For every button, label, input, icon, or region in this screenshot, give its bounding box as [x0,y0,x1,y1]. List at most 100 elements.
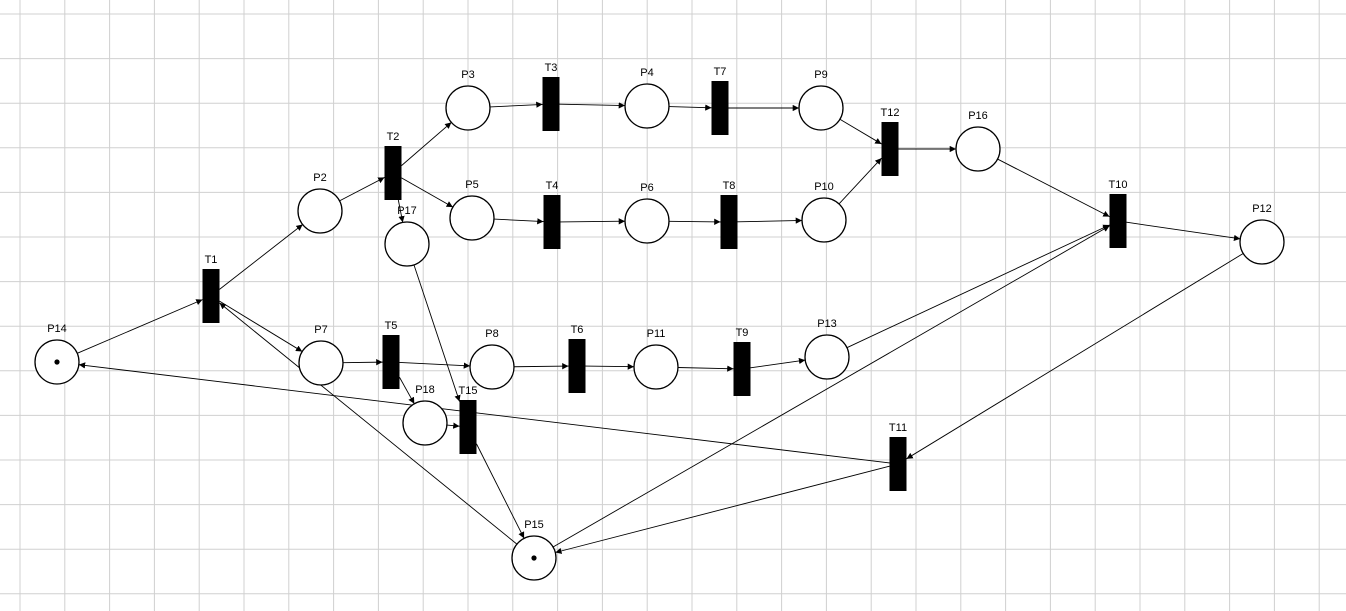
transition-t10[interactable]: T10 [1109,179,1128,248]
place-circle [445,85,491,131]
arc-t5-to-p18 [399,377,415,405]
transition-bar [1109,194,1127,248]
arc-p13-to-t10 [846,224,1110,349]
transition-t8[interactable]: T8 [720,180,738,249]
place-p10[interactable]: P10 [801,181,847,243]
place-label: P12 [1252,203,1272,215]
arcs [77,101,1244,554]
place-label: P18 [415,384,435,396]
place-p12[interactable]: P12 [1239,203,1285,265]
arc-p15-to-t1 [219,302,518,545]
arc-p10-to-t12 [838,157,882,205]
transition-t12[interactable]: T12 [881,107,900,176]
place-circle [804,334,850,380]
place-circle [633,344,679,390]
transition-label: T5 [385,320,398,332]
place-p13[interactable]: P13 [804,318,850,380]
transition-bar [711,81,729,135]
arc-t9-to-p13 [750,357,806,369]
transition-bar [720,195,738,249]
arc-t10-to-p12 [1126,221,1241,242]
place-label: P14 [47,323,67,335]
arc-p11-to-t9 [677,365,734,372]
place-circle [801,197,847,243]
arc-p2-to-t2 [339,177,385,202]
place-circle [402,400,448,446]
arc-t5-to-p8 [399,361,471,369]
transition-bar [384,146,402,200]
arc-p5-to-t4 [493,218,544,225]
transition-label: T3 [545,62,558,74]
transition-t3[interactable]: T3 [542,62,560,131]
arc-t1-to-p7 [219,300,303,352]
place-p14[interactable]: P14 [34,323,80,385]
transition-label: T7 [714,66,727,78]
place-p5[interactable]: P5 [449,179,495,241]
arc-p7-to-t5 [342,359,383,366]
transition-label: T15 [459,385,478,397]
place-p8[interactable]: P8 [469,328,515,390]
transition-t2[interactable]: T2 [384,131,402,200]
place-p9[interactable]: P9 [798,69,844,131]
arc-p14-to-t1 [77,299,203,354]
transition-label: T2 [387,131,400,143]
transition-t9[interactable]: T9 [733,327,751,396]
transition-t5[interactable]: T5 [382,320,400,389]
place-p6[interactable]: P6 [624,182,670,244]
arc-p6-to-t8 [668,218,721,225]
place-circle [1239,219,1285,265]
transition-t1[interactable]: T1 [202,254,220,323]
transition-t7[interactable]: T7 [711,66,729,135]
transition-t11[interactable]: T11 [889,422,907,491]
place-label: P15 [524,519,544,531]
place-p3[interactable]: P3 [445,69,491,131]
place-p11[interactable]: P11 [633,328,679,390]
transition-bar [543,195,561,249]
place-p15[interactable]: P15 [511,519,557,581]
token-dot [531,555,537,561]
place-p16[interactable]: P16 [955,110,1001,172]
place-label: P2 [313,172,326,184]
transition-label: T11 [889,422,907,434]
arc-t3-to-p4 [559,102,626,109]
transition-bar [733,342,751,396]
transition-t6[interactable]: T6 [568,324,586,393]
place-p2[interactable]: P2 [297,172,343,234]
arc-t1-to-p2 [219,224,303,290]
transition-bar [459,400,477,454]
place-p7[interactable]: P7 [298,324,344,386]
transition-t15[interactable]: T15 [459,385,478,454]
arc-t11-to-p15 [555,465,890,554]
transition-t4[interactable]: T4 [543,180,561,249]
transition-label: T9 [736,327,749,339]
place-label: P9 [814,69,827,81]
place-label: P17 [397,205,417,217]
transition-bar [881,122,899,176]
arc-t2-to-p3 [401,122,452,166]
place-circle [624,198,670,244]
token-dot [54,359,60,365]
place-p17[interactable]: P17 [384,205,430,267]
place-circle [798,85,844,131]
place-p4[interactable]: P4 [624,67,670,129]
place-circle [384,221,430,267]
arc-t2-to-p5 [401,177,454,208]
place-label: P11 [647,328,666,340]
place-circle [624,83,670,129]
place-circle [955,126,1001,172]
arc-t2-to-p17 [397,199,405,223]
arc-t15-to-p15 [476,443,525,539]
place-label: P4 [640,67,653,79]
transition-bar [382,335,400,389]
place-p18[interactable]: P18 [402,384,448,446]
place-label: P13 [817,318,837,330]
arc-p3-to-t3 [489,101,543,108]
transition-label: T6 [571,324,584,336]
place-circle [469,344,515,390]
arc-t11-to-p14 [78,362,890,464]
transition-bar [889,437,907,491]
transition-bar [542,77,560,131]
